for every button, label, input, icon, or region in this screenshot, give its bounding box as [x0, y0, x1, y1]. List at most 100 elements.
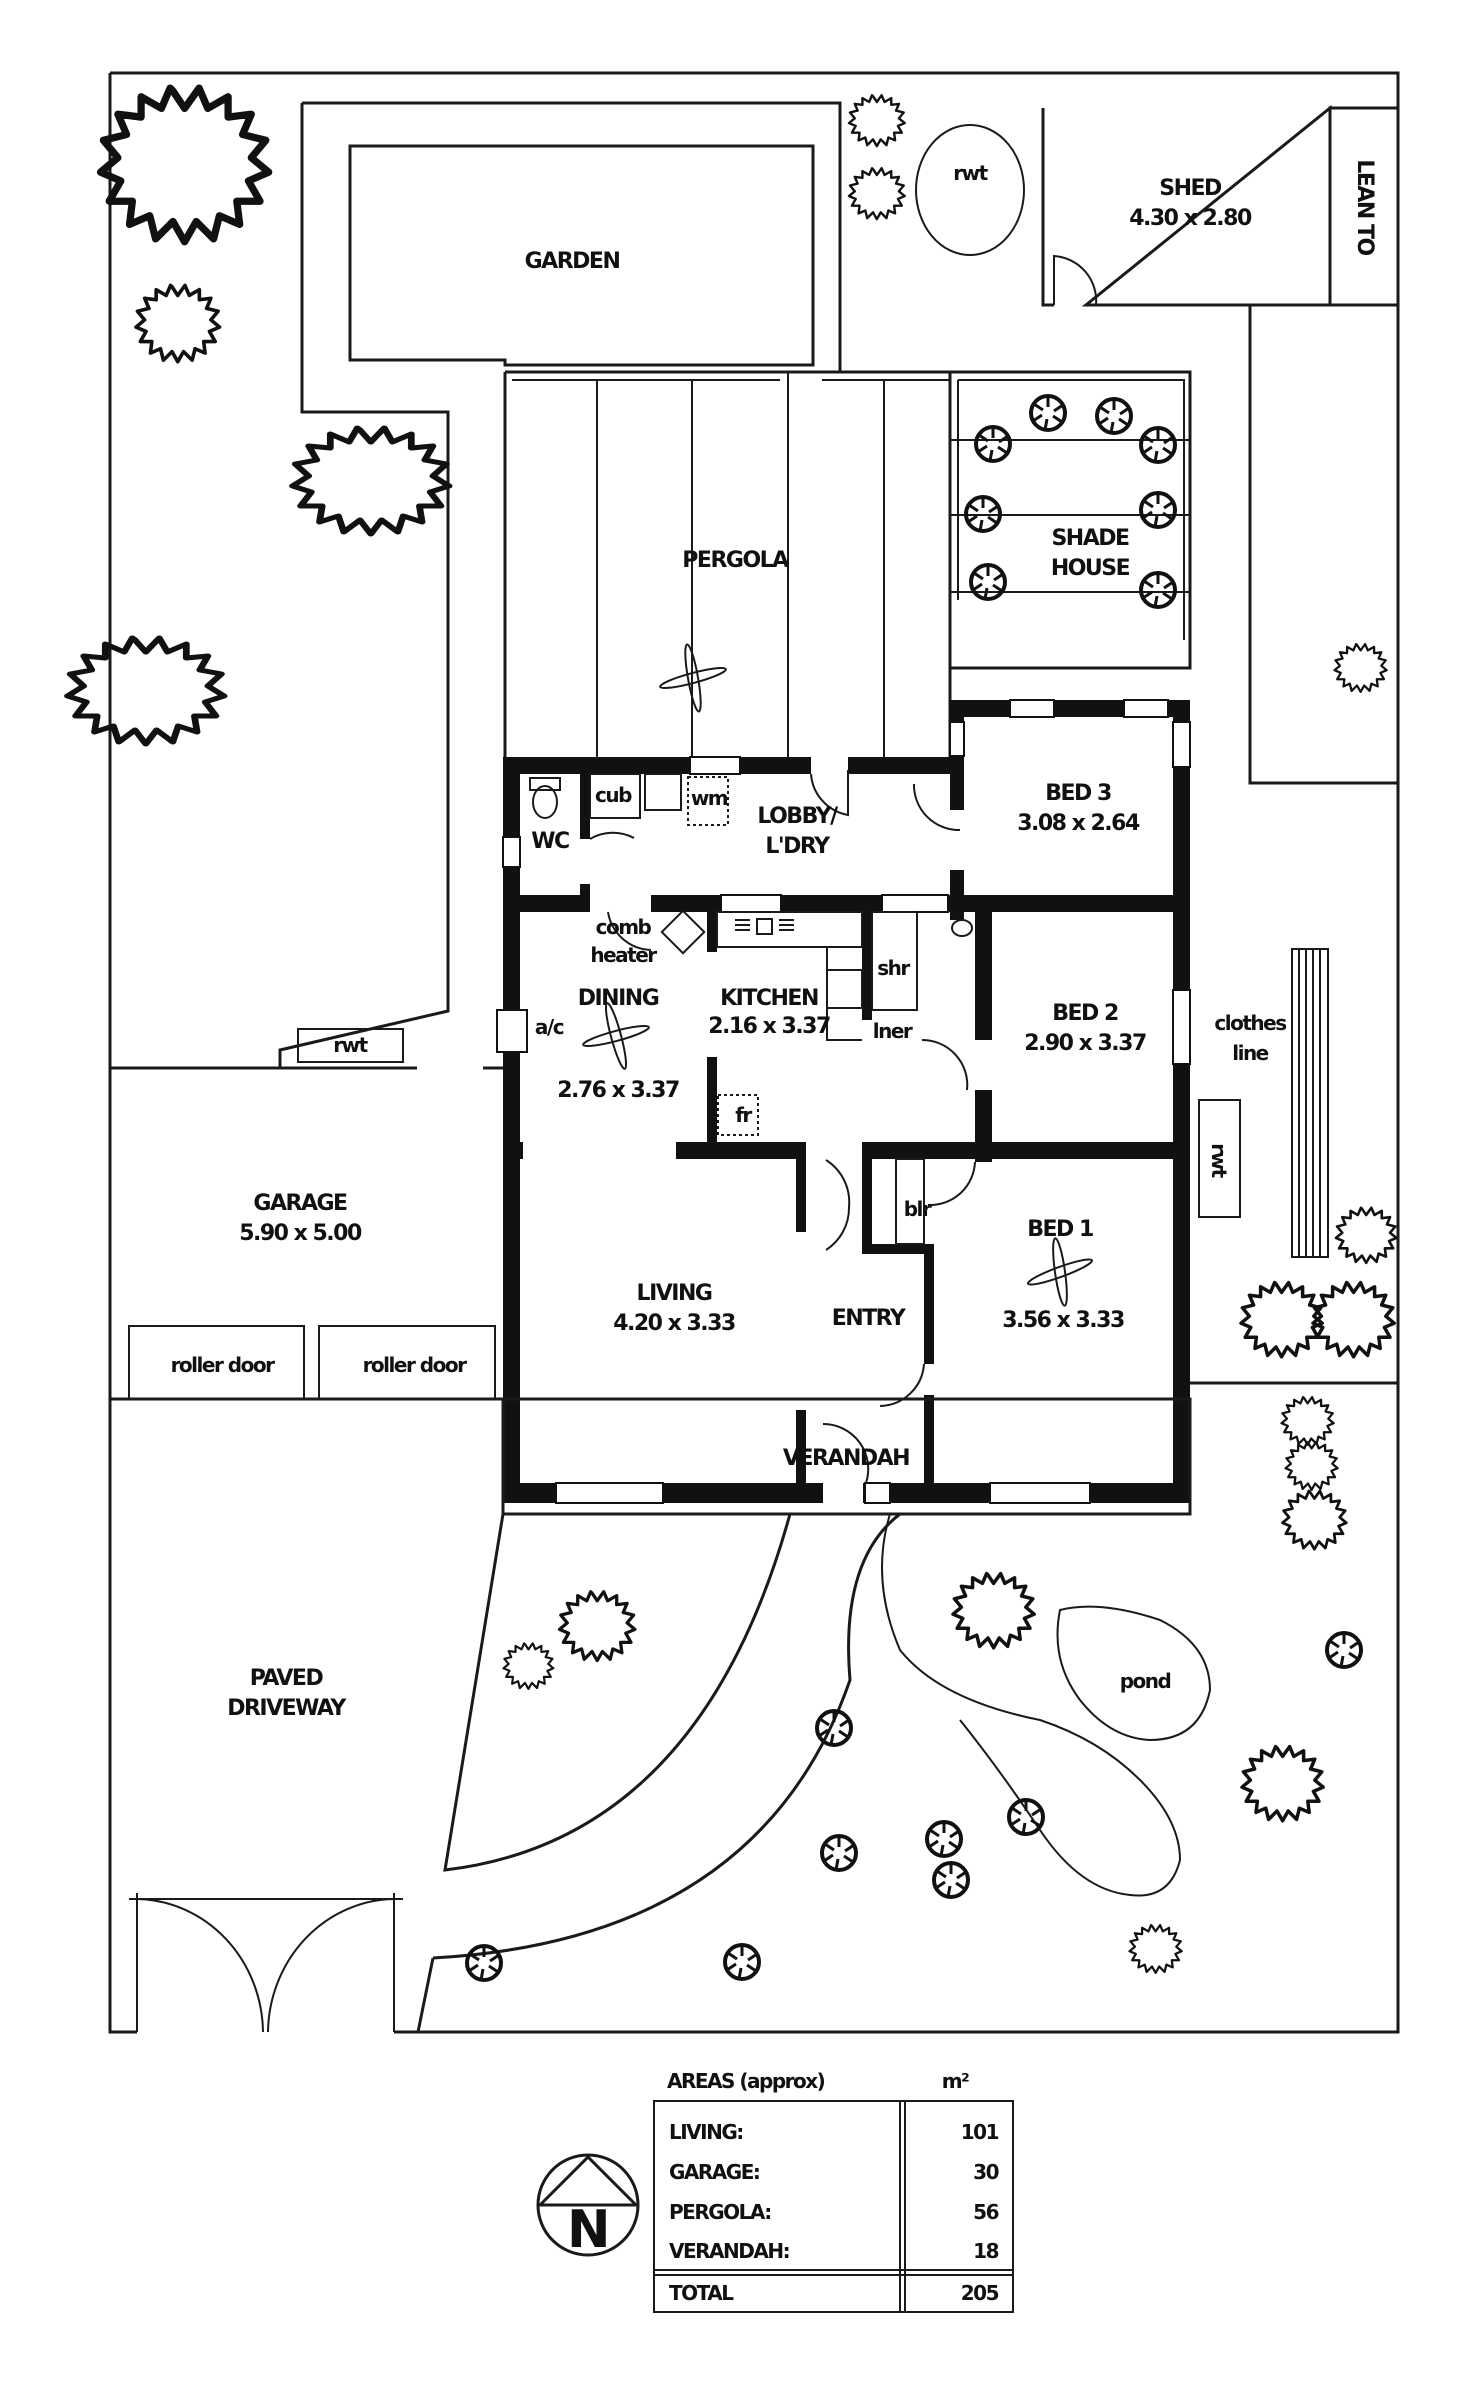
plant-icon	[974, 425, 1012, 463]
bed2-size: 2.90 x 3.37	[1024, 1031, 1146, 1056]
driveway-label: PAVED	[250, 1666, 324, 1691]
shed-label: SHED	[1159, 176, 1222, 201]
blr-label: blr	[904, 1197, 932, 1221]
north-arrow: N	[536, 2153, 640, 2260]
kitchen-label: KITCHEN	[720, 986, 818, 1011]
shade-house	[948, 370, 1192, 670]
heater-icon	[660, 909, 706, 955]
living-label: LIVING	[637, 1281, 712, 1306]
area-label: VERANDAH:	[669, 2239, 789, 2263]
entry-label: ENTRY	[832, 1306, 907, 1331]
washing-machine	[687, 776, 729, 826]
tree-icon	[951, 1571, 1036, 1650]
cooktop-icon	[826, 969, 863, 1009]
dining-label: DINING	[578, 986, 659, 1011]
shrub-icon	[723, 1943, 761, 1981]
tree-icon	[1240, 1744, 1325, 1823]
shrub-icon	[815, 1709, 853, 1747]
broom-cupboard	[895, 1158, 925, 1245]
doors[interactable]	[589, 770, 976, 1484]
tree-icon	[1311, 1280, 1396, 1359]
fridge-space	[717, 1094, 759, 1136]
tree-icon	[1280, 1395, 1335, 1446]
north-letter: N	[567, 2200, 609, 2260]
areas-unit: m²	[942, 2069, 969, 2093]
comb-heater-label: comb	[596, 915, 652, 939]
shrub-icon	[925, 1820, 963, 1858]
comb-heater-label-2: heater	[590, 943, 657, 967]
bed1-label: BED 1	[1027, 1217, 1093, 1242]
ceiling-fan-icon	[1027, 1237, 1093, 1307]
rwt-right-label: rwt	[1207, 1143, 1231, 1178]
area-value: 101	[961, 2120, 999, 2144]
garage-label: GARAGE	[253, 1191, 347, 1216]
garden-path	[278, 101, 842, 1068]
plant-icon	[1139, 426, 1177, 464]
wm-label: wm	[691, 786, 728, 810]
tree-icon	[557, 1590, 637, 1663]
pond-label: pond	[1120, 1669, 1171, 1693]
toilet-icon	[532, 785, 558, 819]
tree-icon	[847, 94, 906, 148]
clothes-line-label-2: line	[1232, 1041, 1268, 1065]
area-label: LIVING:	[669, 2120, 743, 2144]
rainwater-tank-left	[297, 1028, 404, 1063]
ac-label: a/c	[535, 1015, 564, 1039]
verandah	[501, 1397, 1192, 1516]
rwt-label: rwt	[953, 161, 988, 185]
areas-title: AREAS (approx)	[667, 2069, 825, 2093]
lean-to-label: LEAN TO	[1352, 159, 1377, 255]
front-garden-bed	[443, 1513, 792, 1872]
plant-icon	[1139, 571, 1177, 609]
kitchen-size: 2.16 x 3.37	[708, 1014, 830, 1039]
laundry-tub	[644, 773, 682, 811]
area-label: GARAGE:	[669, 2160, 759, 2184]
tree-icon	[1239, 1280, 1324, 1359]
driveway-gates[interactable]	[129, 1893, 403, 2033]
tree-icon	[1334, 1206, 1398, 1265]
roller-door-2-label: roller door	[363, 1353, 468, 1377]
cupboard	[589, 773, 641, 819]
shrub-icon	[820, 1834, 858, 1872]
windows	[496, 699, 1191, 1504]
total-value: 205	[961, 2281, 999, 2305]
shr-label: shr	[877, 956, 910, 980]
tree-icon	[293, 428, 450, 534]
verandah-label: VERANDAH	[783, 1446, 909, 1471]
plant-icon	[1095, 397, 1133, 435]
roller-door-2[interactable]	[318, 1325, 496, 1400]
basin-icon	[951, 919, 973, 937]
shed-size: 4.30 x 2.80	[1129, 206, 1252, 231]
rainwater-tank	[915, 124, 1025, 256]
garden-bed	[348, 144, 815, 367]
wc-label: WC	[531, 829, 569, 854]
ceiling-fan-icon	[659, 643, 727, 713]
dining-size: 2.76 x 3.37	[557, 1078, 679, 1103]
area-value: 30	[973, 2160, 998, 2184]
tree-icon	[134, 283, 222, 364]
tree-icon	[1284, 1440, 1339, 1491]
shrub-icon	[932, 1861, 970, 1899]
shrub-icon	[465, 1944, 503, 1982]
clothes-line	[1291, 948, 1329, 1258]
tree-icon	[847, 167, 906, 221]
tree-icon	[1128, 1923, 1183, 1974]
roller-door-1[interactable]	[128, 1325, 305, 1400]
shed-door[interactable]	[1053, 254, 1098, 306]
garage-size: 5.90 x 5.00	[239, 1221, 362, 1246]
rainwater-tank-right	[1198, 1099, 1241, 1218]
driveway-label-2: DRIVEWAY	[227, 1696, 347, 1721]
bed3-size: 3.08 x 2.64	[1017, 811, 1140, 836]
tree-icon	[68, 638, 225, 744]
plant-icon	[1029, 394, 1067, 432]
tree-icon	[1281, 1489, 1348, 1551]
areas-table: AREAS (approx) m² LIVING: 101 GARAGE: 30…	[653, 2069, 1014, 2313]
lean-to	[1328, 106, 1400, 307]
tree-icon	[101, 88, 269, 242]
living-size: 4.20 x 3.33	[613, 1311, 735, 1336]
total-label: TOTAL	[669, 2281, 734, 2305]
shade-house-label-2: HOUSE	[1051, 556, 1130, 581]
cub-label: cub	[595, 783, 632, 807]
tree-icon	[1333, 642, 1388, 693]
plant-icon	[969, 563, 1007, 601]
